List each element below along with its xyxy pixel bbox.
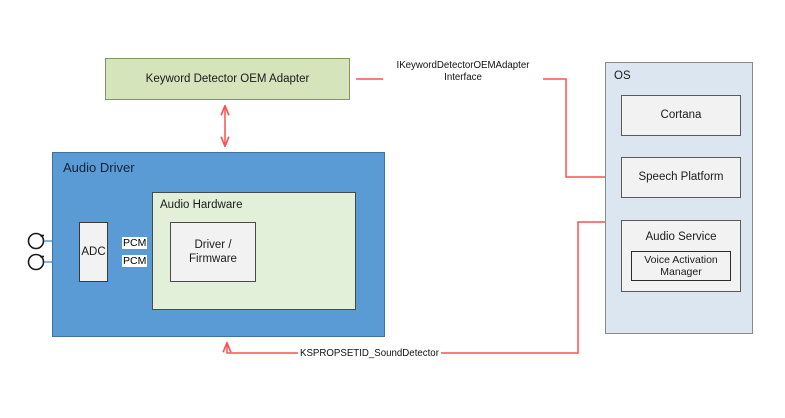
microphone-icon-1 <box>27 232 45 250</box>
speech-platform-label: Speech Platform <box>638 171 724 184</box>
audio-driver-label: Audio Driver <box>63 160 135 175</box>
voice-activation-manager-label: Voice Activation Manager <box>644 254 718 278</box>
cortana-label: Cortana <box>660 109 702 122</box>
adc-node[interactable]: ADC <box>79 222 108 282</box>
adc-label: ADC <box>81 245 106 258</box>
driver-firmware-line-2: Firmware <box>189 253 237 265</box>
kspropsetid-connector <box>227 222 617 354</box>
keyword-detector-oem-adapter-label: Keyword Detector OEM Adapter <box>145 72 310 85</box>
cortana-node[interactable]: Cortana <box>621 95 741 136</box>
pcm-label-2: PCM <box>122 255 148 267</box>
audio-hardware-label: Audio Hardware <box>160 199 243 211</box>
ikeyword-interface-line-1: IKeywordDetectorOEMAdapter <box>396 60 530 71</box>
audio-service-node[interactable]: Audio Service Voice Activation Manager <box>621 220 741 292</box>
ikeyword-interface-edge-label: IKeywordDetectorOEMAdapter Interface <box>383 60 543 85</box>
os-label: OS <box>614 70 631 82</box>
audio-service-label: Audio Service <box>645 231 717 243</box>
ikeyword-interface-connector <box>356 78 617 177</box>
voice-activation-manager-line-1: Voice Activation <box>644 254 718 267</box>
driver-firmware-line-1: Driver / <box>194 238 232 251</box>
speech-platform-node[interactable]: Speech Platform <box>621 157 741 198</box>
pcm-label-1: PCM <box>122 237 148 249</box>
kspropsetid-edge-label: KSPROPSETID_SoundDetector <box>298 348 441 361</box>
voice-activation-manager-node[interactable]: Voice Activation Manager <box>631 251 731 282</box>
driver-firmware-label: Driver / Firmware <box>189 238 237 267</box>
voice-activation-manager-line-2: Manager <box>660 266 702 279</box>
driver-firmware-node[interactable]: Driver / Firmware <box>170 222 256 282</box>
ikeyword-interface-line-2: Interface <box>444 72 482 84</box>
keyword-detector-oem-adapter-node[interactable]: Keyword Detector OEM Adapter <box>105 58 350 100</box>
microphone-icon-2 <box>27 253 45 271</box>
